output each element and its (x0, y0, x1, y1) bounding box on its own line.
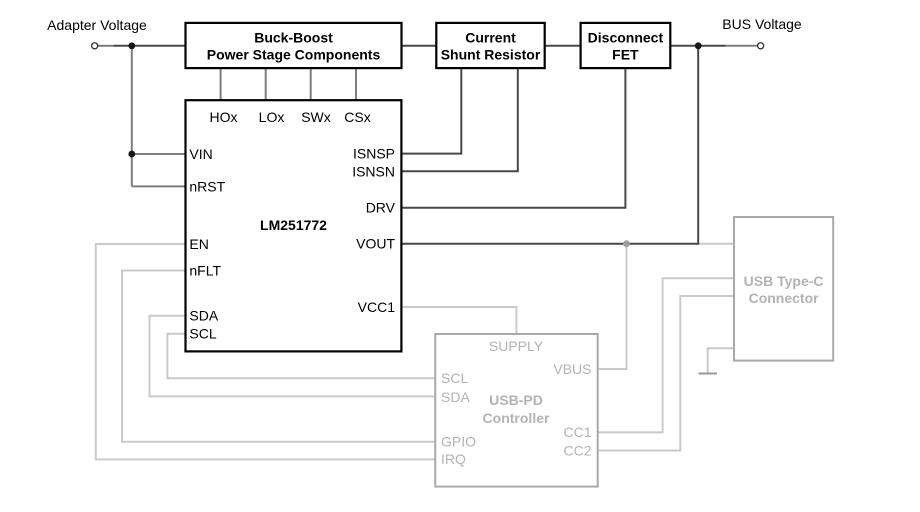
svg-text:SWx: SWx (301, 109, 331, 125)
svg-text:SCL: SCL (189, 326, 216, 342)
svg-text:FET: FET (612, 47, 639, 63)
svg-text:nRST: nRST (189, 178, 225, 194)
svg-text:BUS Voltage: BUS Voltage (722, 16, 802, 32)
svg-text:IRQ: IRQ (441, 451, 466, 467)
svg-text:Connector: Connector (749, 290, 820, 306)
svg-text:ISNSP: ISNSP (353, 146, 395, 162)
svg-text:DRV: DRV (366, 200, 396, 216)
svg-text:EN: EN (189, 236, 208, 252)
svg-text:Power Stage Components: Power Stage Components (207, 47, 381, 63)
svg-text:SCL: SCL (441, 370, 468, 386)
svg-text:CSx: CSx (344, 109, 370, 125)
svg-text:VCC1: VCC1 (358, 299, 396, 315)
svg-text:CC1: CC1 (563, 424, 591, 440)
svg-text:HOx: HOx (210, 109, 238, 125)
svg-text:VIN: VIN (189, 146, 212, 162)
svg-text:USB-PD: USB-PD (489, 392, 543, 408)
svg-text:ISNSN: ISNSN (352, 163, 395, 179)
svg-text:Disconnect: Disconnect (588, 30, 664, 46)
svg-text:Adapter Voltage: Adapter Voltage (47, 17, 147, 33)
svg-text:SDA: SDA (441, 389, 470, 405)
svg-text:VBUS: VBUS (553, 361, 591, 377)
svg-text:Buck-Boost: Buck-Boost (254, 30, 333, 46)
svg-text:SDA: SDA (189, 308, 218, 324)
svg-text:Shunt Resistor: Shunt Resistor (441, 47, 541, 63)
svg-text:LOx: LOx (259, 109, 285, 125)
svg-text:USB Type-C: USB Type-C (744, 273, 824, 289)
svg-text:nFLT: nFLT (189, 262, 221, 278)
svg-text:Current: Current (465, 30, 516, 46)
svg-text:Controller: Controller (483, 410, 550, 426)
svg-text:CC2: CC2 (563, 442, 591, 458)
svg-text:SUPPLY: SUPPLY (489, 338, 544, 354)
svg-text:LM251772: LM251772 (260, 217, 327, 233)
svg-text:GPIO: GPIO (441, 433, 476, 449)
svg-text:VOUT: VOUT (356, 236, 395, 252)
